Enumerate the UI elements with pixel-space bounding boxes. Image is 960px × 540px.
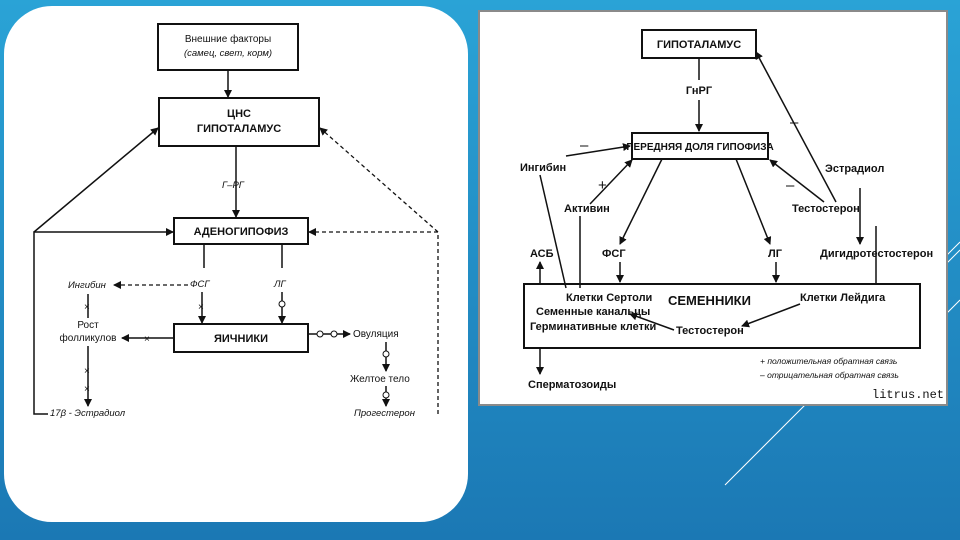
arrow-pituitary-to-fsh: [619, 158, 663, 245]
block-mark-growth-2: ×: [84, 384, 90, 395]
follicle-growth-label-2: фолликулов: [60, 332, 117, 344]
positive-sign-activin: +: [598, 177, 607, 194]
female-hormone-diagram: Внешние факторы (самец, свет, корм) ЦНС …: [33, 23, 439, 419]
male-hormone-diagram-panel: ГИПОТАЛАМУС ГнРГ ПЕРЕДНЯЯ ДОЛЯ ГИПОФИЗА …: [478, 10, 948, 406]
block-mark-growth-1: ×: [84, 366, 90, 377]
legend-negative: – отрицательная обратная связь: [759, 370, 899, 380]
adenohypophysis-box: [173, 217, 309, 245]
dashed-feedback-progesterone-to-adeno: [308, 228, 439, 414]
cns-hypothalamus-box: [158, 97, 320, 147]
inhibin-label: Ингибин: [520, 162, 566, 174]
corpus-luteum-label: Желтое тело: [350, 374, 410, 385]
external-factors-label: Внешние факторы: [185, 33, 271, 45]
node-lh: [278, 300, 286, 308]
follicle-growth-label-1: Рост: [77, 320, 99, 331]
lh-label: ЛГ: [273, 279, 287, 290]
female-hormone-diagram-panel: Внешние факторы (самец, свет, корм) ЦНС …: [4, 6, 468, 522]
arrow-inhibin-to-pituitary: [565, 143, 631, 157]
fsh-label: ФСГ: [602, 248, 626, 260]
anterior-pituitary-label: ПЕРЕДНЯЯ ДОЛЯ ГИПОФИЗА: [626, 142, 773, 153]
hypothalamus-label: ГИПОТАЛАМУС: [657, 39, 741, 51]
testosterone-inner-label: Тестостерон: [676, 325, 744, 337]
feedback-estradiol-to-adeno: [33, 228, 174, 415]
block-mark-fsh: ×: [198, 302, 204, 313]
adenohypophysis-label: АДЕНОГИПОФИЗ: [194, 226, 289, 238]
arrow-testosterone-to-tubules: [629, 312, 675, 331]
legend-positive: + положительная обратная связь: [760, 356, 897, 366]
testosterone-label: Тестостерон: [792, 203, 860, 215]
arrow-activin-to-pituitary: [589, 159, 633, 205]
external-factors-detail: (самец, свет, корм): [184, 48, 272, 59]
node-progesterone: [382, 391, 390, 399]
node-corpus: [382, 350, 390, 358]
block-mark-inhibin: ×: [84, 302, 90, 313]
grg-label: Г–РГ: [222, 180, 245, 191]
fsh-label: ФСГ: [190, 279, 210, 290]
leydig-label: Клетки Лейдига: [800, 292, 886, 304]
testes-box: [523, 283, 921, 349]
abp-label: АСБ: [530, 248, 554, 260]
ovaries-label: ЯИЧНИКИ: [214, 333, 268, 345]
activin-label: Активин: [564, 203, 610, 215]
arrow-pituitary-to-lh: [735, 158, 772, 245]
spermatozoa-label: Сперматозоиды: [528, 379, 616, 391]
node-ovulation-1: [316, 330, 324, 338]
estradiol-label: Эстрадиол: [825, 163, 884, 175]
testes-label: СЕМЕННИКИ: [668, 293, 751, 308]
gnrh-label: ГнРГ: [686, 85, 713, 97]
negative-sign-hypothalamus: –: [790, 114, 799, 131]
male-hormone-diagram: ГИПОТАЛАМУС ГнРГ ПЕРЕДНЯЯ ДОЛЯ ГИПОФИЗА …: [520, 29, 944, 402]
arrow-testosterone-to-hypothalamus: [755, 51, 837, 203]
germ-cells-label: Герминативные клетки: [530, 321, 656, 333]
arrow-leydig-to-testosterone: [741, 303, 801, 328]
negative-sign-testosterone: –: [786, 177, 795, 194]
external-factors-box: [157, 23, 299, 71]
line-inhibin-from-sertoli: [539, 174, 567, 289]
block-mark-ovaries: ×: [144, 334, 150, 345]
ovaries-box: [173, 323, 309, 353]
ovulation-label: Овуляция: [353, 329, 399, 340]
node-ovulation-2: [330, 330, 338, 338]
progesterone-label: Прогестерон: [354, 408, 416, 419]
sertoli-label: Клетки Сертоли: [566, 292, 652, 304]
arrow-testosterone-to-pituitary: [769, 159, 825, 203]
estradiol-label: 17β - Эстрадиол: [50, 408, 126, 419]
inhibin-label: Ингибин: [68, 280, 107, 291]
dashed-feedback-progesterone-to-cns: [319, 127, 439, 233]
lh-label: ЛГ: [768, 248, 783, 260]
anterior-pituitary-box: [631, 132, 769, 160]
hypothalamus-label: ГИПОТАЛАМУС: [197, 123, 281, 135]
hypothalamus-box: [641, 29, 757, 59]
watermark: litrus.net: [872, 388, 944, 402]
tubules-label: Семенные канальцы: [536, 306, 650, 318]
feedback-estradiol-to-cns: [33, 127, 159, 233]
negative-sign-inhibin: –: [580, 137, 589, 154]
cns-label: ЦНС: [227, 108, 251, 120]
